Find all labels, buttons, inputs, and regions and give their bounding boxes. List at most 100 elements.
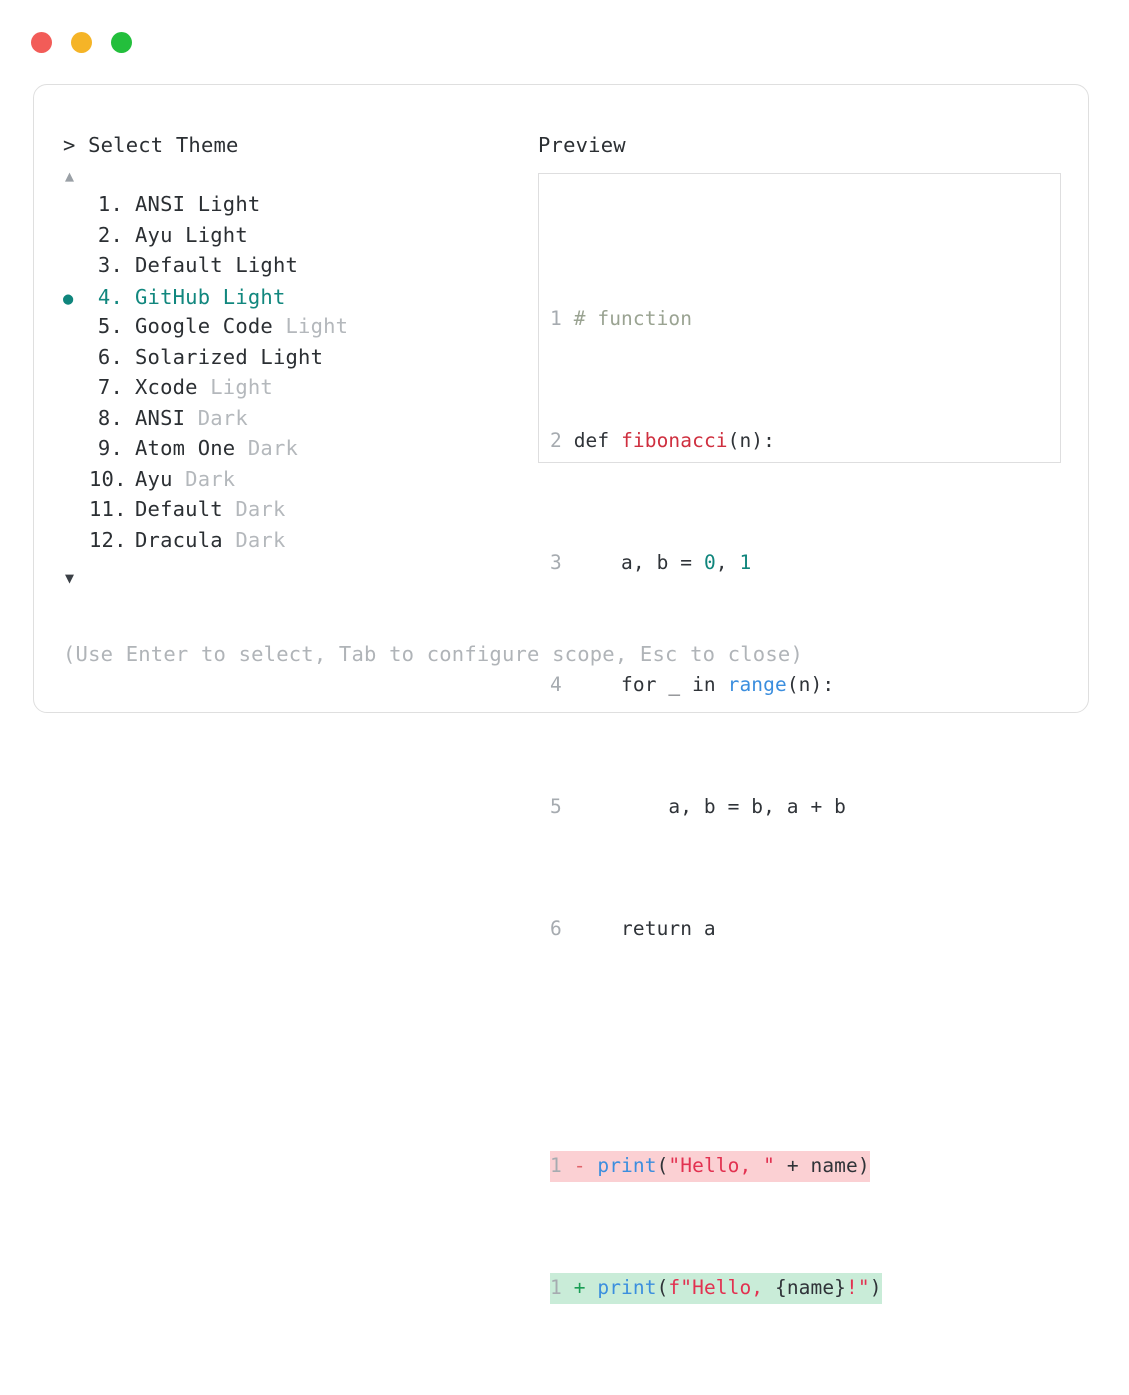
diff-marker-added: + (573, 1276, 586, 1299)
preview-pane: Preview 1 # function 2 def fibonacci(n):… (538, 131, 1068, 1304)
code-token-plain: + name) (774, 1154, 870, 1177)
code-token-plain: , (715, 550, 740, 574)
code-line: 4 for _ in range(n): (550, 670, 882, 701)
list-item-selected[interactable]: ● 4. GitHub Light (63, 284, 533, 315)
list-item-label: Default Light (135, 253, 299, 277)
list-item[interactable]: 10. Ayu Dark (63, 467, 533, 498)
close-window-dot[interactable] (31, 32, 52, 53)
list-item[interactable]: 11. Default Dark (63, 497, 533, 528)
code-preview: 1 # function 2 def fibonacci(n): 3 a, b … (550, 212, 882, 1395)
list-item-index: 10. (89, 466, 127, 491)
list-item-label: Solarized Light (135, 344, 324, 369)
list-item-index: 11. (89, 497, 127, 521)
list-item-label: ANSI (135, 405, 186, 430)
theme-selector-card: > Select Theme ▲ 1. ANSI Light 2. Ayu Li… (33, 84, 1089, 1304)
minimize-window-dot[interactable] (71, 32, 92, 53)
list-item-index: 3. (97, 253, 123, 277)
code-token-builtin: print (597, 1276, 657, 1299)
list-item-label: Ayu Light (135, 222, 248, 247)
list-item-label: GitHub Light (135, 284, 286, 309)
list-item-index: 9. (97, 436, 123, 460)
list-item-variant: Light (272, 314, 349, 338)
scroll-down-icon[interactable]: ▼ (65, 569, 75, 587)
code-token-builtin: range (727, 672, 787, 696)
preview-box: 1 # function 2 def fibonacci(n): 3 a, b … (538, 173, 1061, 1304)
list-item-variant: Dark (172, 466, 236, 491)
list-item[interactable]: 12. Dracula Dark (63, 528, 533, 559)
code-token-builtin: print (597, 1154, 657, 1177)
line-number: 2 (550, 428, 562, 452)
code-token-plain: (n): (727, 428, 775, 452)
list-item-label: Dracula (135, 527, 223, 552)
code-token-keyword: def (573, 428, 622, 452)
scroll-up-icon[interactable]: ▲ (65, 167, 75, 185)
line-number: 1 (550, 1276, 562, 1299)
code-token-number: 0 (703, 550, 716, 574)
code-token-plain: ( (656, 1154, 669, 1177)
code-line: 1 # function (550, 304, 882, 335)
code-token-string: !" (846, 1276, 870, 1299)
code-token-plain: for _ in (573, 672, 728, 696)
diff-row-added: 1 + print(f"Hello, {name}!") (550, 1273, 882, 1304)
list-item[interactable]: 6. Solarized Light (63, 345, 533, 376)
line-number: 5 (550, 794, 562, 818)
code-line: 6 return a (550, 914, 882, 945)
window-controls (31, 32, 132, 53)
list-item-index: 8. (97, 405, 123, 430)
list-item-label: Google Code (135, 314, 273, 338)
list-item-label: Xcode (135, 375, 198, 399)
list-item-variant: Dark (222, 497, 286, 521)
list-item-variant: Dark (185, 405, 248, 430)
code-token-plain: (n): (786, 672, 835, 696)
list-item[interactable]: 1. ANSI Light (63, 192, 533, 223)
code-token-plain: {name} (774, 1276, 847, 1299)
line-number: 1 (550, 306, 562, 330)
list-item[interactable]: 2. Ayu Light (63, 223, 533, 254)
line-number: 3 (550, 550, 562, 574)
list-item-variant: Dark (222, 527, 286, 552)
page-title: > Select Theme (63, 133, 239, 157)
line-number: 1 (550, 1154, 562, 1177)
list-item[interactable]: 5. Google Code Light (63, 314, 533, 345)
list-item-label: Default (135, 497, 223, 521)
diff-row-removed: 1 - print("Hello, " + name) (550, 1151, 882, 1182)
code-token-plain: ) (869, 1276, 882, 1299)
list-item[interactable]: 8. ANSI Dark (63, 406, 533, 437)
list-item-index: 1. (97, 192, 123, 216)
code-token-plain: a, b = (573, 550, 704, 574)
diff-marker-removed: - (573, 1154, 586, 1177)
list-item-index: 6. (97, 344, 123, 369)
maximize-window-dot[interactable] (111, 32, 132, 53)
list-item-label: Ayu (135, 466, 173, 491)
list-item-index: 5. (97, 314, 123, 338)
line-number: 6 (550, 916, 562, 940)
code-token-string: f"Hello, (668, 1276, 775, 1299)
preview-title: Preview (538, 133, 626, 157)
theme-picker: > Select Theme ▲ 1. ANSI Light 2. Ayu Li… (63, 131, 533, 588)
list-item-index: 4. (97, 284, 123, 309)
list-item-index: 7. (97, 375, 123, 399)
code-line: 2 def fibonacci(n): (550, 426, 882, 457)
keyboard-hint: (Use Enter to select, Tab to configure s… (63, 642, 803, 666)
line-number: 4 (550, 672, 562, 696)
list-item[interactable]: 3. Default Light (63, 253, 533, 284)
theme-list: 1. ANSI Light 2. Ayu Light 3. Default Li… (63, 192, 533, 558)
list-item-index: 12. (89, 527, 127, 552)
list-item-index: 2. (97, 222, 123, 247)
list-item-variant: Light (197, 375, 273, 399)
selected-bullet-icon: ● (63, 288, 74, 309)
code-token-plain: ( (656, 1276, 669, 1299)
list-item-variant: Dark (235, 436, 299, 460)
code-token-plain: return a (573, 916, 716, 940)
list-item-label: ANSI Light (135, 192, 261, 216)
code-token-comment: # function (573, 306, 693, 330)
code-token-plain: a, b = b, a + b (573, 794, 847, 818)
code-token-string: "Hello, " (668, 1154, 775, 1177)
list-item-label: Atom One (135, 436, 236, 460)
code-line: 5 a, b = b, a + b (550, 792, 882, 823)
code-token-function: fibonacci (621, 428, 728, 452)
list-item[interactable]: 7. Xcode Light (63, 375, 533, 406)
code-line: 3 a, b = 0, 1 (550, 548, 882, 579)
code-token-number: 1 (739, 550, 752, 574)
list-item[interactable]: 9. Atom One Dark (63, 436, 533, 467)
